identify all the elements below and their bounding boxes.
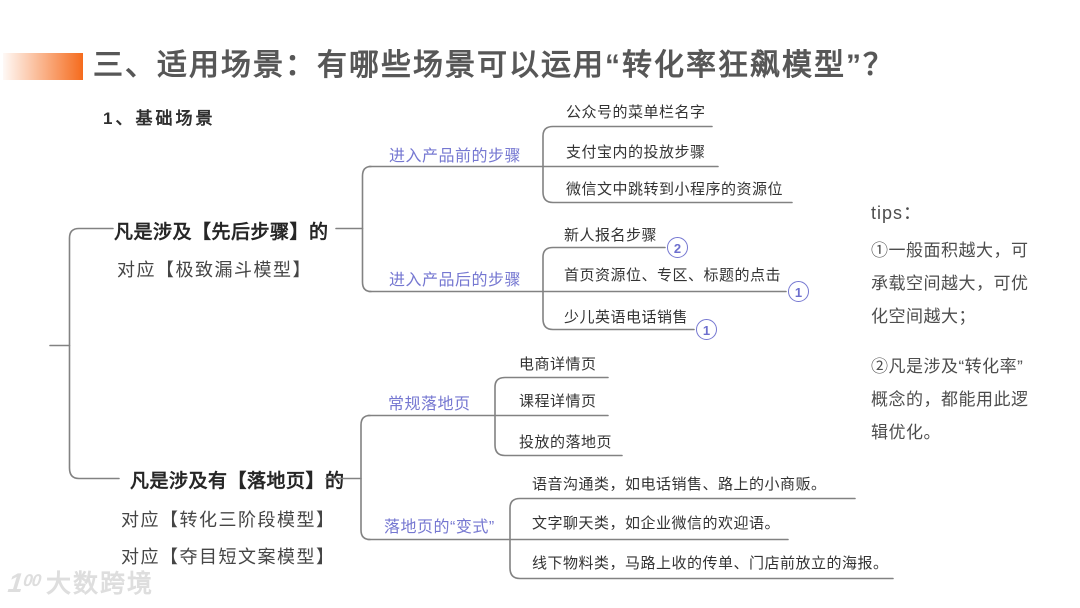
leaf-item: 课程详情页 [519,393,597,410]
count-badge: 1 [696,319,717,340]
branch1-elbow [361,165,372,293]
branch2-note1: 对应【转化三阶段模型】 [121,510,336,530]
branch2-elbow [360,414,371,541]
tips-text: 化空间越大； [871,307,976,326]
leaf-item: 微信文中跳转到小程序的资源位 [566,181,784,198]
branch2-label: 凡是涉及有【落地页】的 [130,471,345,492]
tips-text: ②凡是涉及“转化率” [871,357,1024,376]
page-title: 三、适用场景：有哪些场景可以运用“转化率狂飙模型”？ [93,49,895,82]
leaf-item: 投放的落地页 [519,434,613,451]
brand-name: 大数跨境 [45,570,154,598]
branch1-label: 凡是涉及【先后步骤】的 [114,222,329,243]
tips-text: ①一般面积越大，可 [871,241,1029,260]
group-label-regular-landing: 常规落地页 [388,396,471,413]
leaf-item: 电商详情页 [519,356,597,373]
tips-text: 承载空间越大，可优 [871,274,1029,293]
group-label-after-product: 进入产品后的步骤 [389,272,522,289]
group2-bracket [542,246,695,331]
group4-bracket [509,497,894,580]
count-badge: 2 [667,237,688,258]
branch1-note: 对应【极致漏斗模型】 [117,260,312,280]
group1-bracket [542,125,793,204]
root-branch-line [68,227,120,480]
tips-text: 概念的，都能用此逻 [871,390,1029,409]
branch2-note2: 对应【夺目短文案模型】 [121,547,336,567]
leaf-item: 新人报名步骤 [564,227,658,244]
leaf-item: 文字聊天类，如企业微信的欢迎语。 [532,515,781,532]
tips-title: tips： [871,203,923,223]
leaf-item: 支付宝内的投放步骤 [566,144,706,161]
leaf-item: 公众号的菜单栏名字 [566,104,706,121]
group-label-landing-variants: 落地页的“变式” [384,519,495,536]
group3-bracket [494,376,623,457]
leaf-item: 语音沟通类，如电话销售、路上的小商贩。 [532,476,827,493]
title-accent-bar [3,53,83,80]
section-label: 1、基础场景 [103,109,216,128]
count-badge: 1 [788,281,809,302]
group-label-before-product: 进入产品前的步骤 [389,148,522,165]
leaf-item: 少儿英语电话销售 [564,309,689,326]
tips-text: 辑优化。 [871,423,941,442]
leaf-item: 线下物料类，马路上收的传单、门店前放立的海报。 [532,555,889,572]
leaf-item: 首页资源位、专区、标题的点击 [564,267,782,284]
